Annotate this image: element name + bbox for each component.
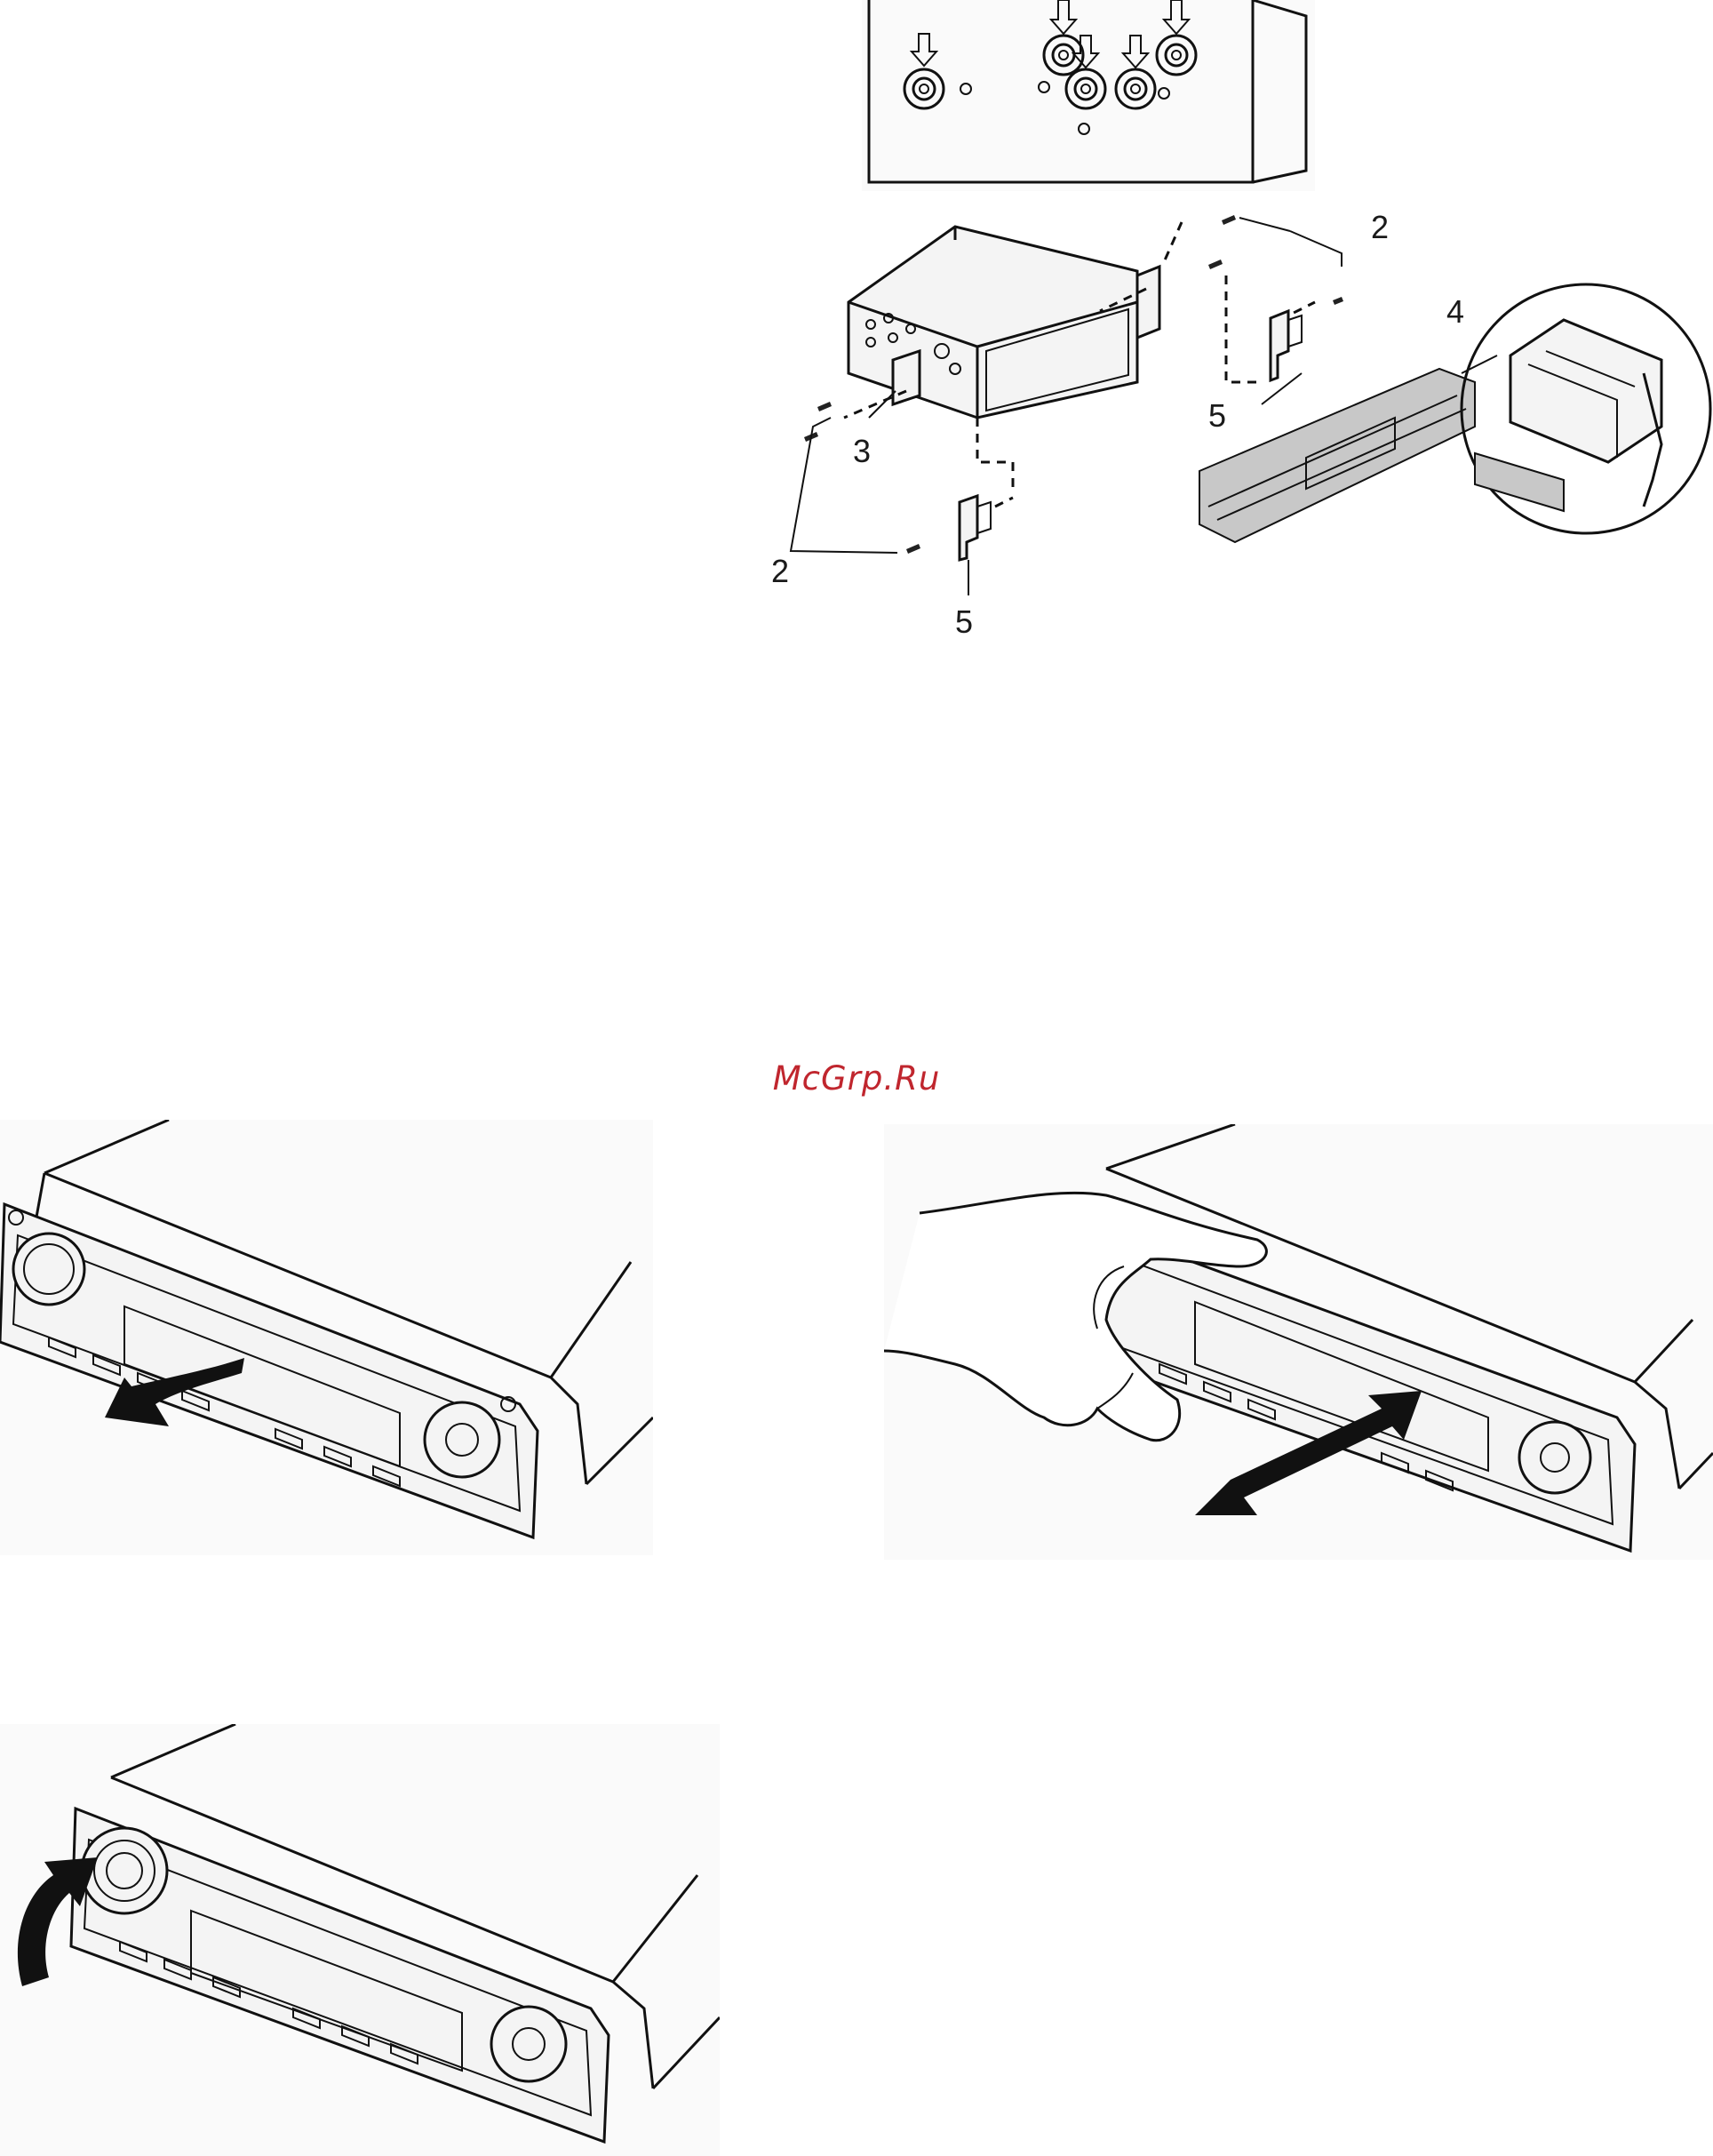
callout-bracket: 3: [853, 433, 871, 469]
callout-screw-top-right: 2: [1371, 209, 1389, 245]
mounting-clip-bottom: [960, 496, 991, 560]
callout-trim-frame: 4: [1446, 293, 1464, 330]
panel-release-figure: [0, 1120, 653, 1555]
installation-exploded-diagram: 2 4 5 3 2 5: [764, 204, 1713, 649]
rca-socket-panel-figure: [862, 0, 1315, 191]
connector-detail-inset: [1462, 284, 1710, 533]
panel-attach-figure: [0, 1724, 720, 2156]
mounting-clip-right: [1271, 311, 1302, 380]
watermark-text: McGrp.Ru: [0, 1059, 1713, 1098]
callout-clip-right: 5: [1208, 397, 1226, 434]
callout-screw-bottom-left: 2: [771, 553, 789, 589]
panel-removal-figure: [884, 1124, 1713, 1560]
callout-clip-bottom: 5: [955, 603, 973, 640]
radio-chassis: [849, 227, 1159, 418]
trim-frame: [1199, 369, 1475, 542]
